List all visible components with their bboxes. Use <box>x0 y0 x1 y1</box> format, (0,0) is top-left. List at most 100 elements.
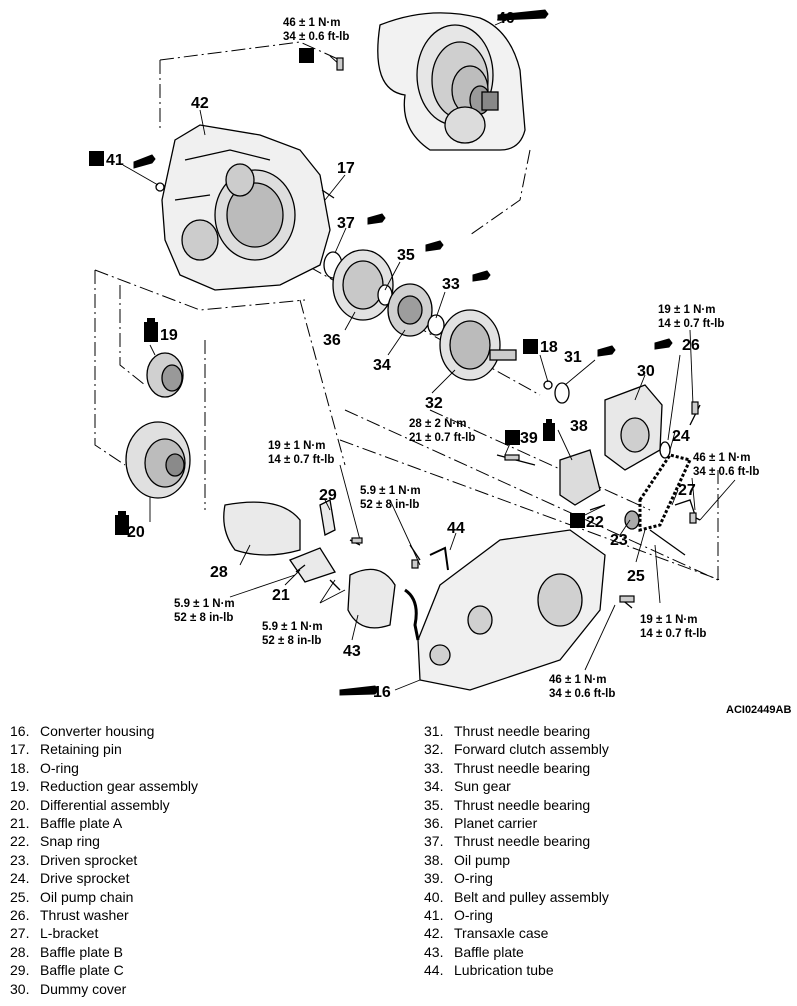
torque-spec-line: 46 ± 1 N·m <box>693 452 750 464</box>
torque-spec-line: 19 ± 1 N·m <box>640 614 697 626</box>
grease-tube-icon <box>133 9 673 696</box>
legend-item: 41. O-ring <box>424 906 609 924</box>
callout-39: 39 <box>520 430 538 447</box>
callout-17: 17 <box>337 160 355 177</box>
callout-21: 21 <box>272 587 290 604</box>
legend-item: 43.Baffle plate <box>424 943 609 961</box>
callout-33: 33 <box>442 276 460 293</box>
torque-spec-line: 21 ± 0.7 ft-lb <box>409 432 475 444</box>
torque-spec-line: 28 ± 2 N·m <box>409 418 466 430</box>
torque-spec-line: 19 ± 1 N·m <box>268 440 325 452</box>
legend-number: 39. <box>424 870 444 887</box>
legend-number: 44. <box>424 962 444 979</box>
figure-code: ACI02449AB <box>726 704 791 716</box>
torque-specs: 46 ± 1 N·m 34 ± 0.6 ft-lb 19 ± 1 N·m 14 … <box>174 17 759 700</box>
callout-41: 41 <box>106 152 124 169</box>
legend-number: 29. <box>10 962 30 979</box>
callout-35: 35 <box>397 247 415 264</box>
legend-item: 21. Baffle plate A <box>10 814 198 832</box>
grease-jar-icon <box>115 318 555 535</box>
torque-spec-line: 14 ± 0.7 ft-lb <box>268 454 334 466</box>
legend-number: 34. <box>424 778 444 795</box>
callout-34: 34 <box>373 357 391 374</box>
torque-spec-line: 14 ± 0.7 ft-lb <box>658 318 724 330</box>
legend-label: Lubrication tube <box>454 962 554 979</box>
callout-16: 16 <box>373 684 391 701</box>
callout-36: 36 <box>323 332 341 349</box>
reduction-differential <box>125 352 191 499</box>
new-part-mark: N <box>93 154 101 166</box>
legend-number: 23. <box>10 851 30 868</box>
legend-item: 29.Baffle plate C <box>10 961 198 979</box>
legend-number: 17. <box>10 741 30 758</box>
converter-housing <box>404 529 633 691</box>
legend-label: Driven sprocket <box>40 851 138 868</box>
legend-label: Thrust needle bearing <box>454 796 591 813</box>
callout-38: 38 <box>570 418 588 435</box>
torque-spec-line: 52 ± 8 in-lb <box>360 499 419 511</box>
legend-label: Retaining pin <box>40 741 122 758</box>
legend-number: 41. <box>424 907 444 924</box>
new-part-mark: N <box>527 342 535 354</box>
legend-label: Baffle plate A <box>40 815 123 832</box>
legend-label: Belt and pulley assembly <box>454 888 609 905</box>
legend-label: Oil pump chain <box>40 888 134 905</box>
legend-item: 24.Drive sprocket <box>10 869 198 887</box>
legend-label: Thrust needle bearing <box>454 833 591 850</box>
legend-item: 30.Dummy cover <box>10 980 198 998</box>
new-part-marks: N N N N N <box>89 48 585 528</box>
callout-32: 32 <box>425 395 443 412</box>
callout-23: 23 <box>610 532 628 549</box>
legend-label: Thrust washer <box>40 907 129 924</box>
legend-number: 26. <box>10 907 30 924</box>
legend-number: 20. <box>10 796 30 813</box>
callout-28: 28 <box>210 564 228 581</box>
legend-number: 25. <box>10 888 30 905</box>
legend-label: O-ring <box>40 759 79 776</box>
callout-26: 26 <box>682 337 700 354</box>
new-part-mark: N <box>574 516 582 528</box>
torque-spec-line: 19 ± 1 N·m <box>658 304 715 316</box>
legend-label: Forward clutch assembly <box>454 741 609 758</box>
gear-stack <box>323 249 570 404</box>
legend-item: 19.Reduction gear assembly <box>10 777 198 795</box>
legend-item: 44. Lubrication tube <box>424 961 609 979</box>
legend-item: 16.Converter housing <box>10 722 198 740</box>
legend-label: Planet carrier <box>454 815 538 832</box>
callout-25: 25 <box>627 568 645 585</box>
legend-label: O-ring <box>454 907 493 924</box>
legend-item: 18.O-ring <box>10 759 198 777</box>
callout-44: 44 <box>447 520 465 537</box>
legend-number: 35. <box>424 796 444 813</box>
legend-label: Thrust needle bearing <box>454 759 591 776</box>
legend-item: 42.Transaxle case <box>424 924 609 942</box>
callout-20: 20 <box>127 524 145 541</box>
legend-number: 30. <box>10 980 30 997</box>
callout-19: 19 <box>160 327 178 344</box>
torque-spec-line: 5.9 ± 1 N·m <box>174 598 235 610</box>
belt-pulley-assembly <box>377 12 526 151</box>
torque-spec-line: 46 ± 1 N·m <box>283 17 340 29</box>
legend-item: 40. Belt and pulley assembly <box>424 888 609 906</box>
legend-item: 20.Differential assembly <box>10 796 198 814</box>
torque-spec-line: 34 ± 0.6 ft-lb <box>549 688 615 700</box>
torque-spec-line: 34 ± 0.6 ft-lb <box>283 31 349 43</box>
new-part-mark: N <box>509 433 517 445</box>
legend-label: Transaxle case <box>454 925 549 942</box>
legend-item: 39. O-ring <box>424 869 609 887</box>
callout-numbers: 40 42 41 17 37 35 33 19 36 18 26 31 34 3… <box>106 10 700 701</box>
parts-legend-left: 16.Converter housing 17. Retaining pin 18… <box>10 722 198 998</box>
bolts <box>336 57 699 603</box>
legend-number: 22. <box>10 833 30 850</box>
legend-number: 40. <box>424 888 444 905</box>
callout-37: 37 <box>337 215 355 232</box>
legend-item: 26. Thrust washer <box>10 906 198 924</box>
legend-number: 16. <box>10 723 30 739</box>
legend-label: Snap ring <box>40 833 100 850</box>
callout-30: 30 <box>637 363 655 380</box>
legend-label: O-ring <box>454 870 493 887</box>
torque-spec-line: 5.9 ± 1 N·m <box>360 485 421 497</box>
legend-item: 32.Forward clutch assembly <box>424 740 609 758</box>
legend-number: 21. <box>10 815 30 832</box>
callout-18: 18 <box>540 339 558 356</box>
